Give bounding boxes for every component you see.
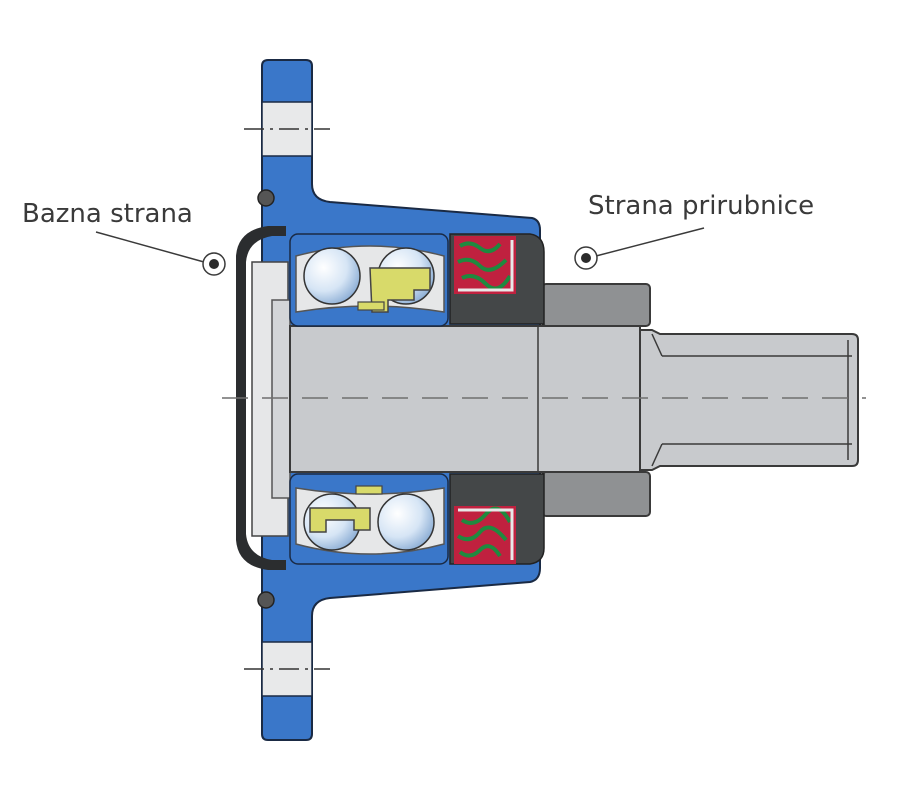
marker-flange-side-dot	[581, 253, 591, 263]
bearing-top	[289, 233, 449, 327]
cage-bottom	[309, 507, 371, 533]
grease-point-bottom	[257, 591, 275, 609]
shaft-chamfer-bottom	[651, 443, 663, 467]
leader-flange-side	[595, 227, 705, 257]
label-base-side: Bazna strana	[22, 199, 193, 229]
ball-top-left	[303, 247, 361, 305]
seal-top	[454, 236, 516, 294]
seal-bottom	[454, 506, 516, 564]
grease-point-top	[257, 189, 275, 207]
shaft-chamfer-top	[651, 333, 663, 357]
locking-collar-top	[541, 283, 651, 327]
cage-top	[369, 267, 431, 313]
locking-collar-bottom	[541, 471, 651, 517]
shaft-end-plate	[271, 299, 291, 499]
label-flange-side: Strana prirubnice	[588, 191, 814, 221]
marker-base-side-dot	[209, 259, 219, 269]
ball-bottom-right	[377, 493, 435, 551]
bearing-bottom	[289, 473, 449, 565]
leader-base-side	[95, 231, 205, 263]
shaft	[289, 325, 641, 473]
shaft-extension	[639, 329, 859, 471]
